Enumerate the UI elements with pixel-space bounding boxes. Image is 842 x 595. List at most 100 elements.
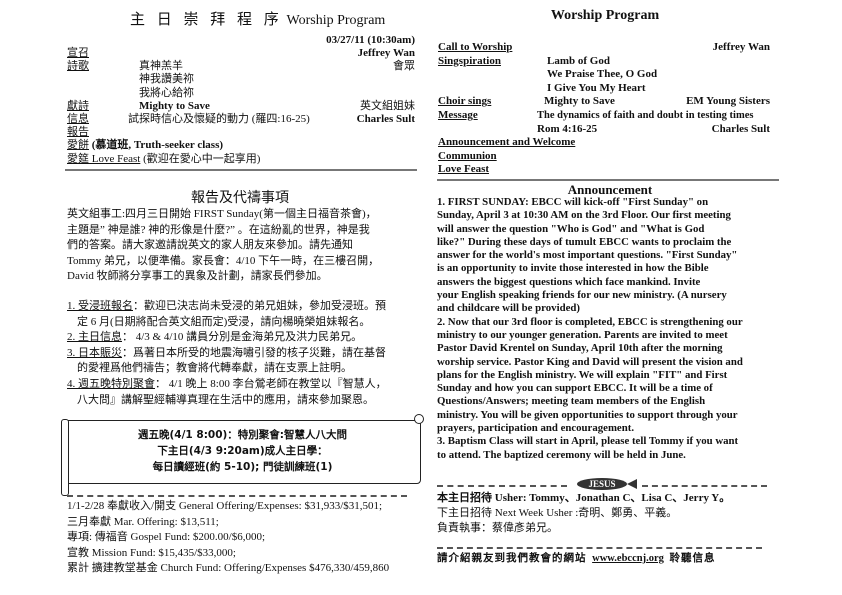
- program-label: Communion: [438, 149, 497, 162]
- announce-item-line: 的愛裡爲他們禱告；教會將代轉奉獻，請在支票上註明。: [67, 361, 387, 377]
- program-label: 獻詩: [67, 99, 89, 112]
- program-item: Mighty to Save: [139, 99, 210, 112]
- program-person: 會眾: [393, 60, 415, 73]
- program-label: Announcement and Welcome: [438, 136, 576, 149]
- program-item: I Give You My Heart: [547, 81, 646, 94]
- footer-divider: [437, 547, 762, 549]
- program-person: Charles Sult: [711, 122, 770, 135]
- right-divider: [437, 179, 779, 181]
- program-person: [640, 82, 770, 95]
- program-label: Singspiration: [438, 54, 501, 67]
- program-item: 真神羔羊: [139, 60, 183, 73]
- intro-line: 主題是” 神是誰? 神的形像是什麼?” 。在這紛亂的世界，神是我: [67, 223, 370, 236]
- announce-item-head: 1. 受浸班報名: [67, 300, 133, 312]
- announcement-line: worship service. Pastor King and David w…: [437, 355, 743, 368]
- announcement-line: is an opportunity to invite those intere…: [437, 262, 709, 275]
- finance-line: 宣教 Mission Fund: $15,435/$33,000;: [67, 546, 236, 559]
- announce-item-text: 的愛裡爲他們禱告；教會將代轉奉獻，請在支票上註明。: [77, 362, 352, 375]
- program-person: Jeffrey Wan: [712, 41, 770, 53]
- scroll-banner: 週五晚(4/1 8:00)：特別聚會:智慧人八大問下主日(4/3 9:20am)…: [61, 414, 424, 496]
- announce-item-head: 2. 主日信息: [67, 331, 122, 344]
- fish-text: JESUS: [588, 479, 616, 489]
- program-person: [280, 87, 415, 100]
- announcement-line: and childcare will be provided): [437, 302, 580, 315]
- announce-item-text: ：爲著日本所受的地震海嘯引發的核子災難，請在基督: [122, 346, 386, 359]
- announcement-line: 1. FIRST SUNDAY: EBCC will kick-off "Fir…: [437, 196, 709, 208]
- announce-intro: 英文組事工:四月三日開始 FIRST Sunday(第一個主日福音茶會)，主題是…: [67, 207, 379, 285]
- announce-item-line: 八大問』講解聖經輔導真理在生活中的應用，請來參加聚恩。: [67, 393, 387, 409]
- announcement-line: Sunday, April 3 at 10:30 AM on the 3rd F…: [437, 209, 731, 222]
- program-label: 詩歌: [67, 60, 89, 73]
- announce-item-text: 定 6 月(日期將配合英文組而定)受浸，請向楊曉榮姐妹報名。: [77, 315, 371, 328]
- love-feast-note: (歡迎在愛心中一起享用): [143, 153, 261, 165]
- program-label: Call to Worship: [438, 41, 513, 53]
- intro-line: David 牧師將分享事工的異象及計劃，請家長們參加。: [67, 270, 328, 283]
- announce-item-line: 3. 日本賑災：爲著日本所受的地震海嘯引發的核子災難，請在基督: [67, 346, 387, 362]
- scroll-line: 週五晚(4/1 8:00)：特別聚會:智慧人八大問: [137, 429, 347, 441]
- scroll-curl-icon: [61, 419, 69, 496]
- scroll-curl-icon: [414, 414, 424, 424]
- program-item: Lamb of God: [547, 54, 610, 67]
- announce-items: 1. 受浸班報名：歡迎已決志尚未受浸的弟兄姐妹，參加受浸班。預定 6 月(日期將…: [67, 299, 387, 408]
- program-item: Mighty to Save: [544, 95, 615, 108]
- announcement-line: ministry to our younger generation. Pare…: [437, 328, 728, 341]
- program-item: 我將心給祢: [139, 86, 194, 99]
- left-title-cn: 主 日 崇 拜 程 序: [130, 12, 283, 28]
- finance-divider: [67, 495, 407, 497]
- announce-item-head: 3. 日本賑災: [67, 346, 122, 359]
- program-person: Jeffrey Wan: [357, 47, 415, 59]
- fish-divider: JESUS: [437, 478, 767, 492]
- program-person: [280, 73, 415, 86]
- program-person: [640, 109, 770, 122]
- website-link[interactable]: www.ebccnj.org: [592, 553, 664, 564]
- program-person: [280, 126, 415, 139]
- announcement-line: answers the biggest questions which face…: [437, 275, 701, 288]
- program-person: EM Young Sisters: [686, 95, 770, 108]
- announcement-line: your English speaking friends for our ne…: [437, 289, 727, 302]
- announce-title-en: Announcement: [567, 182, 653, 197]
- program-label: 報告: [67, 126, 89, 139]
- love-feast-row: 愛筵 Love Feast (歡迎在愛心中一起享用): [67, 153, 260, 166]
- announcement-line: 2. Now that our 3rd floor is completed, …: [437, 315, 743, 328]
- announcement-line: Sunday and how you can support EBCC. It …: [437, 382, 713, 395]
- right-title: Worship Program: [550, 8, 660, 23]
- jesus-fish-icon: JESUS: [577, 478, 627, 490]
- scroll-line: 下主日(4/3 9:20am)成人主日學：: [157, 445, 328, 457]
- program-person: [640, 163, 770, 176]
- finance-line: 三月奉獻 Mar. Offering: $13,511;: [67, 515, 219, 528]
- announce-item-text: ： 4/3 & 4/10 講員分別是金海弟兄及洪力民弟兄。: [122, 331, 363, 344]
- intro-line: 們的答案。請大家邀請說英文的家人朋友來參加。請先通知: [67, 239, 353, 252]
- program-item: We Praise Thee, O God: [547, 68, 658, 81]
- program-label: Message: [438, 109, 478, 121]
- usher-line: 下主日招待 Next Week Usher :奇明、鄭勇、平義。: [437, 507, 678, 519]
- finance-line: 專項: 傳福音 Gospel Fund: $200.00/$6,000;: [67, 531, 266, 544]
- announce-title-cn: 報告及代禱事項: [191, 191, 289, 206]
- announce-item-text: ： 4/1 晚上 8:00 李台鶯老師在教堂以『智慧人，: [155, 377, 387, 390]
- love-bread-note: (慕道班, Truth-seeker class): [91, 139, 224, 151]
- program-person: [640, 55, 770, 68]
- usher-info: 本主日招待 Usher: Tommy、Jonathan C、Lisa C、Jer…: [437, 491, 730, 536]
- usher-line: 負責執事：蔡偉彥弟兄。: [437, 522, 558, 534]
- left-title: 主 日 崇 拜 程 序 Worship Program: [130, 8, 385, 29]
- program-item: 試探時信心及懷疑的動力 (羅四:16-25): [128, 113, 310, 125]
- left-divider: [65, 169, 417, 171]
- program-item: The dynamics of faith and doubt in testi…: [537, 110, 754, 121]
- announcement-line: to attend. The baptized ceremony will be…: [437, 448, 686, 461]
- program-label: 宣召: [67, 47, 89, 59]
- love-bread-label: 愛餅: [67, 139, 89, 151]
- finance-summary: 1/1-2/28 奉獻收入/開支 General Offering/Expens…: [67, 499, 389, 577]
- footer-suffix: 聆聽信息: [669, 553, 716, 564]
- intro-line: Tommy 弟兄，以便準備。家長會：4/10 下午一時，在三樓召開，: [67, 254, 380, 267]
- program-person: [640, 136, 770, 149]
- announce-item-line: 4. 週五晚特別聚會： 4/1 晚上 8:00 李台鶯老師在教堂以『智慧人，: [67, 377, 387, 393]
- announce-item-text: 八大問』講解聖經輔導真理在生活中的應用，請來參加聚恩。: [77, 393, 374, 406]
- announcement-line: Pastor David Krentel on Sunday, April 10…: [437, 342, 723, 355]
- program-person: [640, 68, 770, 81]
- announce-item-text: ：歡迎已決志尚未受浸的弟兄姐妹，參加受浸班。預: [133, 300, 386, 312]
- announcement-line: will answer the question "Who is God" an…: [437, 222, 705, 235]
- left-title-en: Worship Program: [286, 13, 386, 28]
- announcement-line: prayers, participation and encouragement…: [437, 422, 635, 435]
- footer: 請介紹親友到我們教會的網站 www.ebccnj.org 聆聽信息: [437, 552, 716, 565]
- usher-line: 本主日招待 Usher: Tommy、Jonathan C、Lisa C、Jer…: [437, 492, 731, 504]
- announce-item-head: 4. 週五晚特別聚會: [67, 377, 155, 390]
